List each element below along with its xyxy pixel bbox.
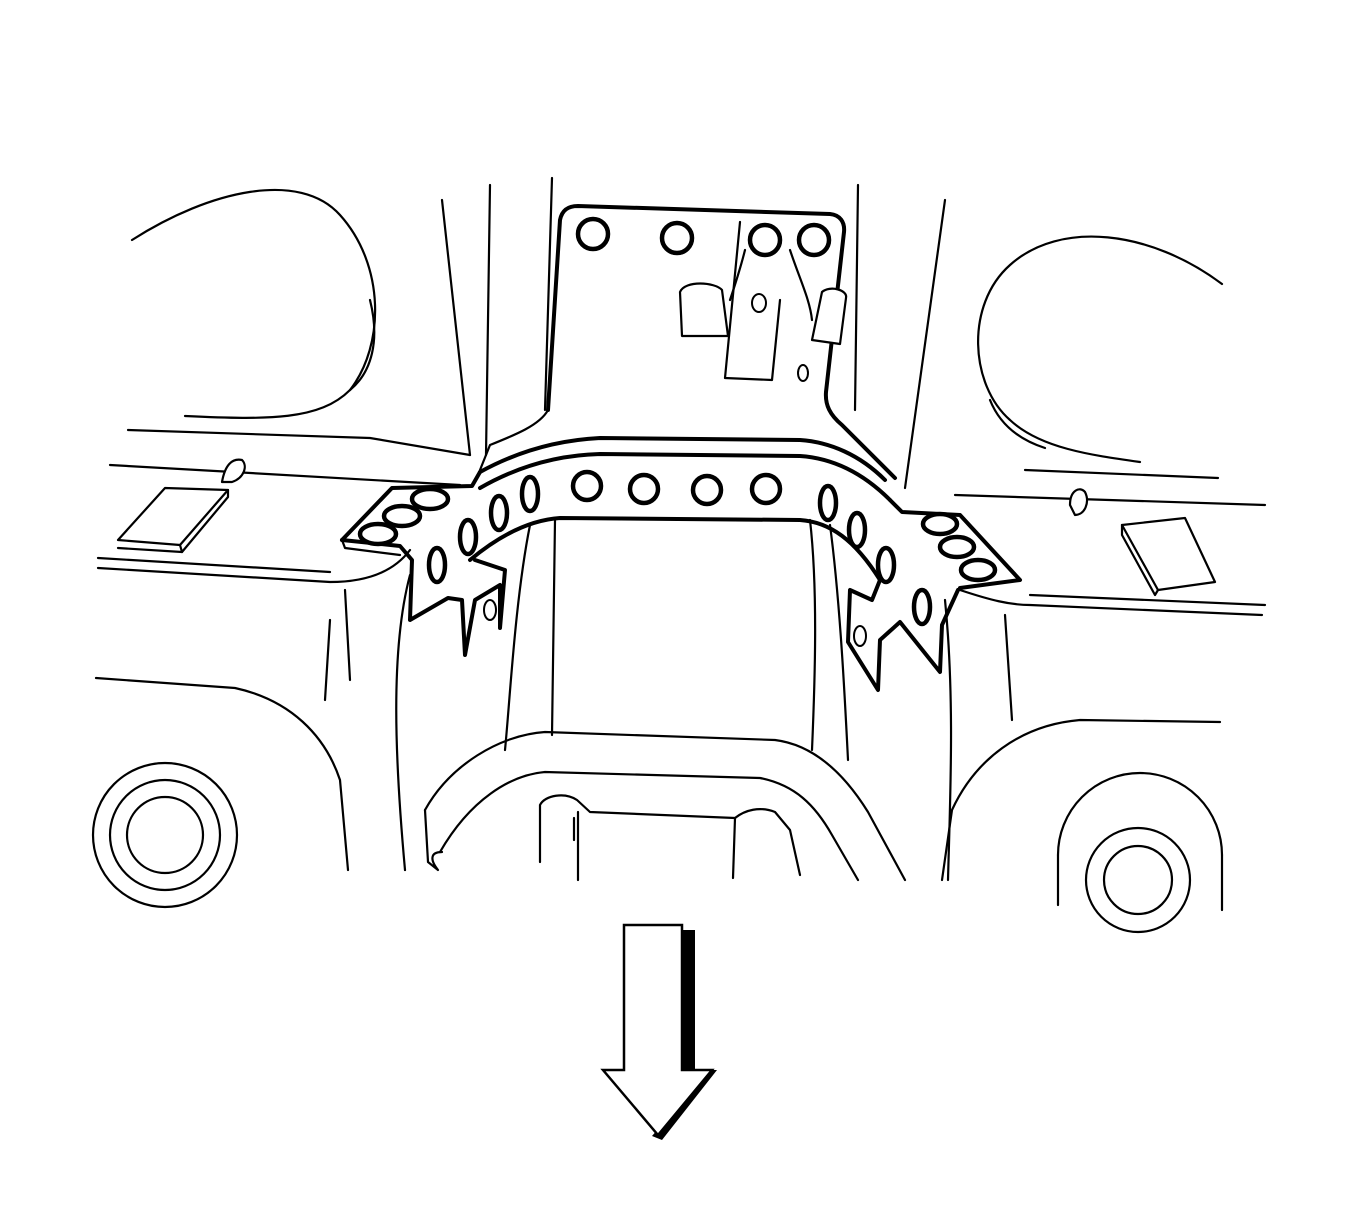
tunnel-outline <box>395 176 953 882</box>
left-wheelhouse <box>126 188 472 457</box>
rear-sill <box>423 730 907 882</box>
arrow-down-icon <box>600 923 717 1140</box>
upper-mounting-plate <box>478 204 897 480</box>
right-wheelhouse <box>977 235 1224 480</box>
right-floor-panel <box>940 488 1267 934</box>
crossmember-bracket <box>468 436 892 582</box>
left-floor-panel <box>91 458 462 909</box>
right-bracket-arm <box>817 483 1022 692</box>
left-bracket-arm <box>340 470 541 657</box>
